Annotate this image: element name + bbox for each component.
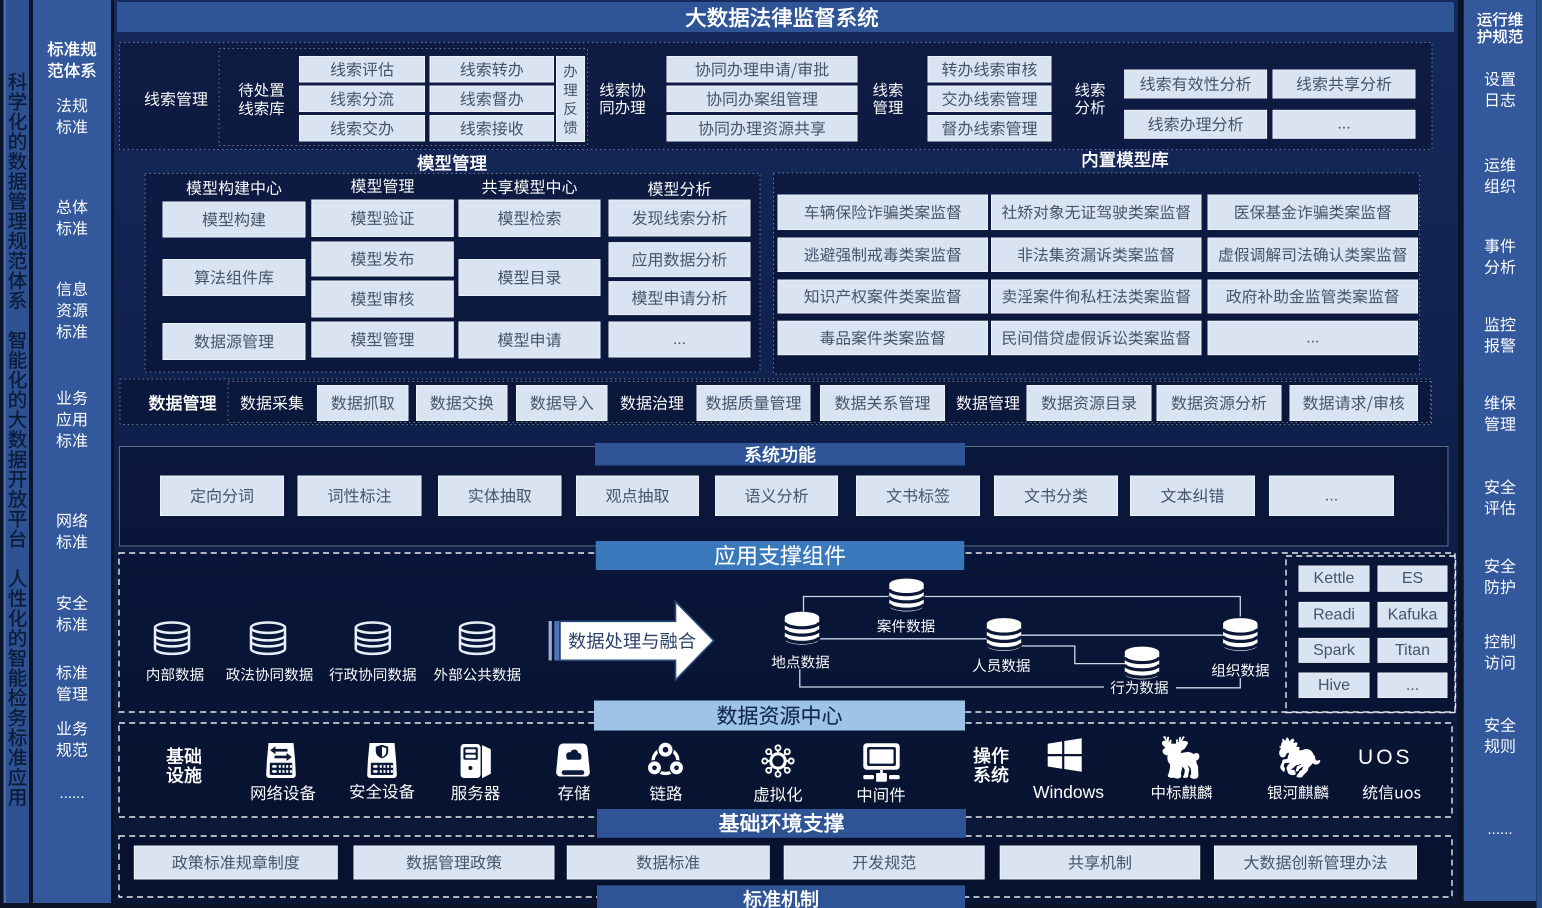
svg-text:Titan: Titan (1395, 642, 1430, 659)
svg-text:UOS: UOS (1358, 746, 1413, 769)
svg-text:......: ...... (1487, 821, 1512, 838)
svg-text:Kafuka: Kafuka (1388, 606, 1438, 623)
svg-text:Hive: Hive (1318, 677, 1350, 694)
svg-text:Spark: Spark (1313, 642, 1356, 659)
svg-text:Kettle: Kettle (1314, 570, 1355, 587)
svg-text:...: ... (1406, 677, 1419, 694)
svg-text:......: ...... (59, 785, 84, 802)
svg-text:...: ... (1337, 116, 1350, 133)
svg-text:Readi: Readi (1313, 606, 1355, 623)
svg-text:...: ... (673, 331, 686, 348)
svg-text:ES: ES (1402, 570, 1423, 587)
svg-text:Windows: Windows (1033, 782, 1104, 802)
svg-text:...: ... (1306, 330, 1319, 347)
svg-text:...: ... (1325, 487, 1338, 504)
